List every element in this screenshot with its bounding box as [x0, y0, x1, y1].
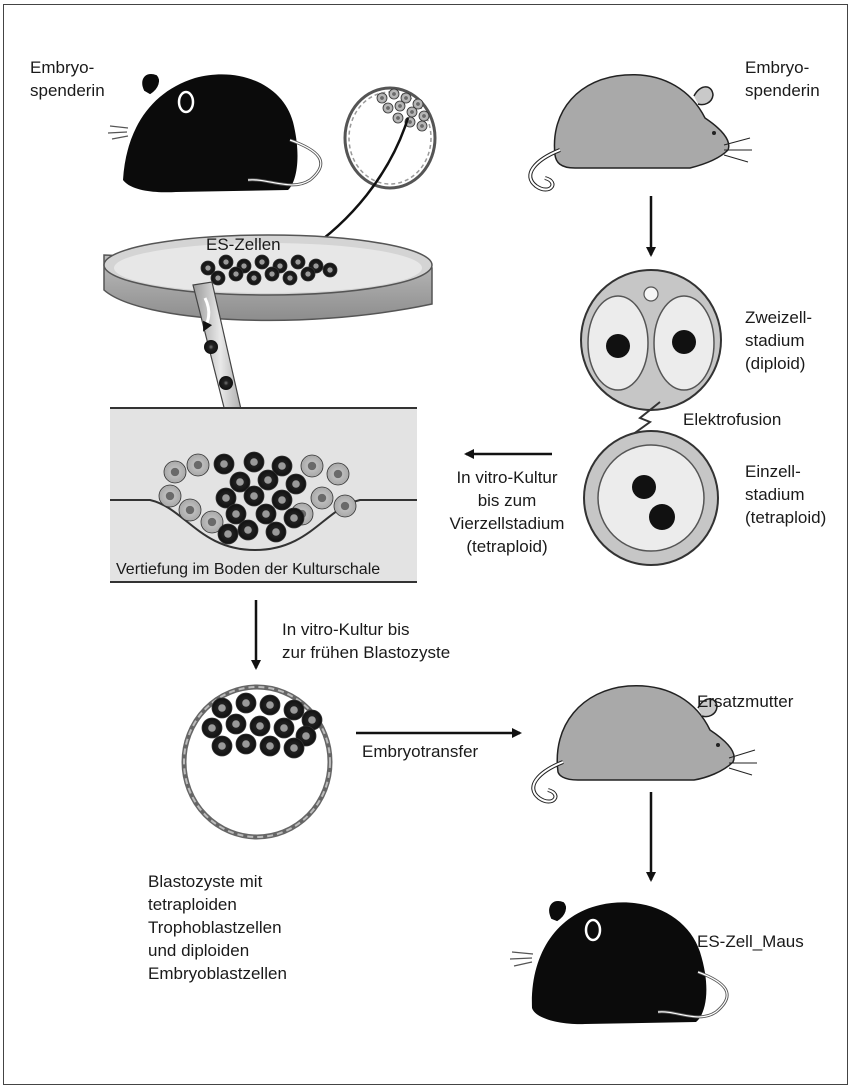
es-cell: [286, 474, 306, 494]
es-cell: [266, 522, 286, 542]
tetraploid-cell: [164, 461, 186, 483]
embryoblast-cell: [250, 716, 270, 736]
es-cell: [238, 520, 258, 540]
icm-cell: [383, 103, 393, 113]
es-cell: [283, 271, 297, 285]
es-cell-mouse: [510, 902, 727, 1024]
icm-cell: [417, 121, 427, 131]
label-well: Vertiefung im Boden der Kulturschale: [116, 558, 380, 581]
one-cell-embryo: [584, 431, 718, 565]
es-cell: [258, 470, 278, 490]
es-cell: [265, 267, 279, 281]
two-cell-embryo: [581, 270, 721, 410]
es-cell: [247, 271, 261, 285]
es-cell: [291, 255, 305, 269]
label-one-cell-stage: Einzell-stadium(tetraploid): [745, 460, 826, 529]
tetraploid-cell: [179, 499, 201, 521]
embryoblast-cell: [260, 736, 280, 756]
label-embryo-transfer: Embryotransfer: [362, 740, 478, 763]
label-two-cell-stage: Zweizell-stadium(diploid): [745, 306, 812, 375]
embryoblast-cell: [236, 734, 256, 754]
icm-cell: [419, 111, 429, 121]
es-cell: [256, 504, 276, 524]
embryoblast-cell: [284, 738, 304, 758]
icm-cell: [377, 93, 387, 103]
es-cell: [272, 490, 292, 510]
es-cell: [244, 486, 264, 506]
icm-cell: [389, 89, 399, 99]
es-cell: [218, 524, 238, 544]
embryoblast-cell: [202, 718, 222, 738]
label-donor-left: Embryo-spenderin: [30, 56, 105, 102]
blastocyst-chimera: [184, 687, 330, 837]
es-cell: [219, 255, 233, 269]
icm-cell: [407, 107, 417, 117]
es-cell: [211, 271, 225, 285]
embryoblast-cell: [260, 695, 280, 715]
embryoblast-cell: [274, 718, 294, 738]
label-electrofusion: Elektrofusion: [683, 408, 781, 431]
tetraploid-cell: [334, 495, 356, 517]
tetraploid-cell: [327, 463, 349, 485]
es-cell: [301, 267, 315, 281]
es-cell: [244, 452, 264, 472]
tetraploid-cell: [187, 454, 209, 476]
embryoblast-cell: [226, 714, 246, 734]
embryoblast-cell: [284, 700, 304, 720]
embryoblast-cell: [212, 698, 232, 718]
culture-well: [110, 408, 417, 582]
es-cell: [229, 267, 243, 281]
es-cell: [255, 255, 269, 269]
icm-cell: [393, 113, 403, 123]
tetraploid-cell: [159, 485, 181, 507]
embryoblast-cell: [236, 693, 256, 713]
tetraploid-cell: [311, 487, 333, 509]
es-cell: [323, 263, 337, 277]
tetraploid-cell: [301, 455, 323, 477]
label-surrogate: Ersatzmutter: [697, 690, 793, 713]
label-es-cell-mouse: ES-Zell_Maus: [697, 930, 804, 953]
blastocyst-es-source: [345, 88, 435, 188]
label-es-cells: ES-Zellen: [206, 233, 281, 256]
es-cell: [284, 508, 304, 528]
donor-mouse-black: [108, 74, 321, 192]
es-cell: [214, 454, 234, 474]
embryoblast-cell: [212, 736, 232, 756]
icm-cell: [395, 101, 405, 111]
label-donor-right: Embryo-spenderin: [745, 56, 820, 102]
donor-mouse-grey: [530, 75, 752, 190]
